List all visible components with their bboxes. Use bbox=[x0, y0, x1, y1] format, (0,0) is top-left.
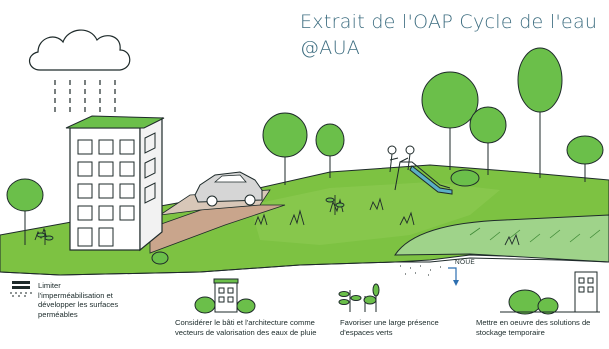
caption-espaces-verts: Favoriser une large présence d'espaces v… bbox=[340, 318, 439, 337]
rain-drops bbox=[54, 80, 116, 112]
soil-edge bbox=[0, 257, 609, 276]
water-flow-arrow bbox=[448, 267, 459, 286]
noue-hatch bbox=[469, 227, 601, 243]
small-plants bbox=[36, 195, 345, 245]
permeable-surface-icon bbox=[10, 281, 32, 297]
playground bbox=[387, 145, 453, 195]
caption-stockage: Mettre en oeuvre des solutions de stocka… bbox=[476, 318, 591, 337]
car bbox=[194, 171, 263, 207]
title-line-1: Extrait de l'OAP Cycle de l'eau bbox=[300, 11, 598, 33]
soil-dots bbox=[400, 265, 441, 276]
caption-impermeabilisation: Limiter l'imperméabilisation et développ… bbox=[38, 281, 119, 319]
title-line-2: @AUA bbox=[300, 37, 361, 59]
noue-label: NOUE bbox=[455, 259, 475, 266]
green-spaces-icon bbox=[338, 283, 380, 312]
lawn-patch bbox=[250, 182, 500, 245]
caption-bati: Considérer le bâti et l'architecture com… bbox=[175, 318, 317, 337]
green-roof-building-icon bbox=[194, 278, 256, 314]
trees bbox=[6, 47, 604, 265]
temporary-storage-icon bbox=[500, 271, 600, 315]
noue-swale bbox=[394, 214, 609, 263]
building bbox=[65, 115, 165, 252]
rain-cloud bbox=[29, 29, 131, 71]
